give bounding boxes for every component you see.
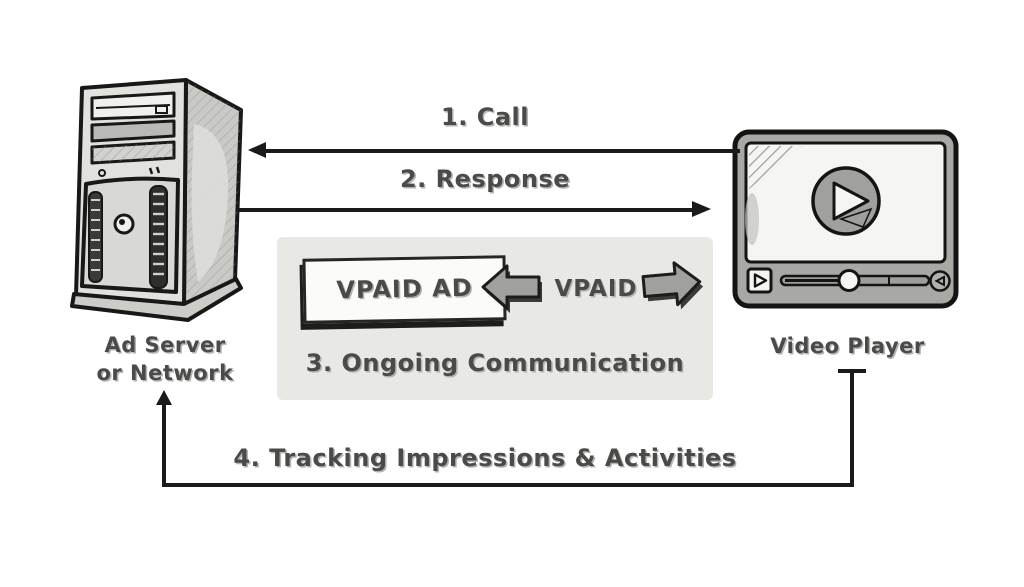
tracking-flow-label: 4. Tracking Impressions & Activities [233, 444, 737, 472]
tracking-start-tick [838, 369, 866, 373]
tracking-line-left-vertical [162, 399, 166, 486]
volume-icon [929, 270, 951, 292]
response-arrow-line [239, 208, 694, 212]
video-player-icon [732, 129, 959, 309]
ad-server-label-line1: Ad Server [104, 333, 226, 357]
call-flow-label: 1. Call [441, 103, 529, 131]
vpaid-ad-box: VPAID AD [302, 255, 507, 324]
seek-bar [779, 269, 931, 292]
tracking-line-horizontal [162, 483, 854, 487]
player-play-button-icon [746, 267, 773, 294]
call-arrow-line [254, 149, 740, 153]
server-tower-icon [70, 78, 243, 322]
play-icon [811, 166, 881, 236]
tracking-line-right-vertical [850, 371, 854, 486]
block-arrow-right-icon [641, 261, 704, 310]
video-player-label: Video Player [770, 334, 925, 358]
ad-server-label-line2: or Network [96, 361, 234, 385]
vpaid-channel-label: VPAID [554, 276, 638, 302]
tracking-arrowhead-icon [156, 390, 172, 405]
vpaid-ad-box-label: VPAID AD [336, 274, 473, 305]
response-arrowhead-icon [692, 201, 711, 217]
ad-server-label: Ad Server or Network [60, 331, 270, 387]
call-arrowhead-icon [248, 142, 266, 158]
ongoing-flow-label: 3. Ongoing Communication [305, 349, 685, 377]
response-flow-label: 2. Response [399, 165, 571, 193]
block-arrow-left-icon [481, 264, 542, 313]
